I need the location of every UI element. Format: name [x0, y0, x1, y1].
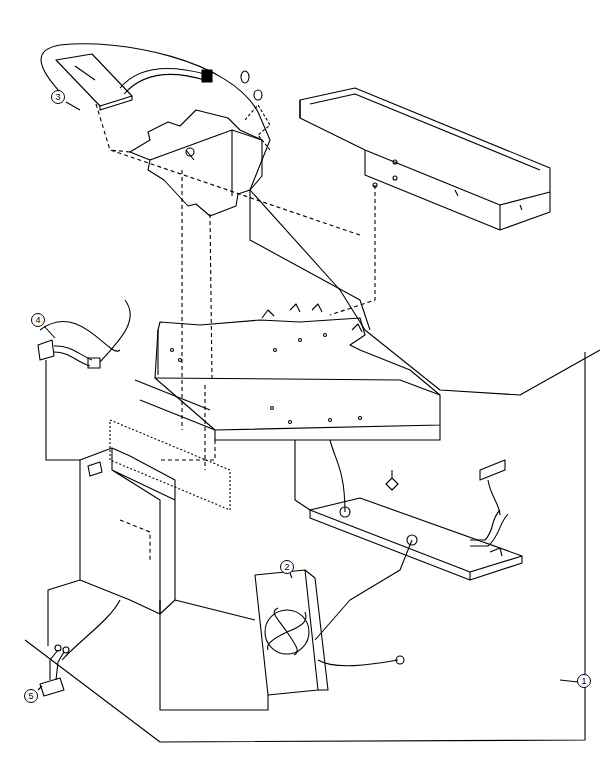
- callout-number: 3: [51, 90, 65, 104]
- callout-text: 5: [28, 692, 33, 701]
- callout-text: 3: [55, 93, 60, 102]
- callout-text: 1: [581, 677, 586, 686]
- callout-text: 2: [284, 563, 289, 572]
- callout-number: 2: [280, 560, 294, 574]
- callout-number: 5: [24, 689, 38, 703]
- callout-text: 4: [35, 316, 40, 325]
- callout-number: 1: [577, 674, 591, 688]
- callout-number: 4: [31, 313, 45, 327]
